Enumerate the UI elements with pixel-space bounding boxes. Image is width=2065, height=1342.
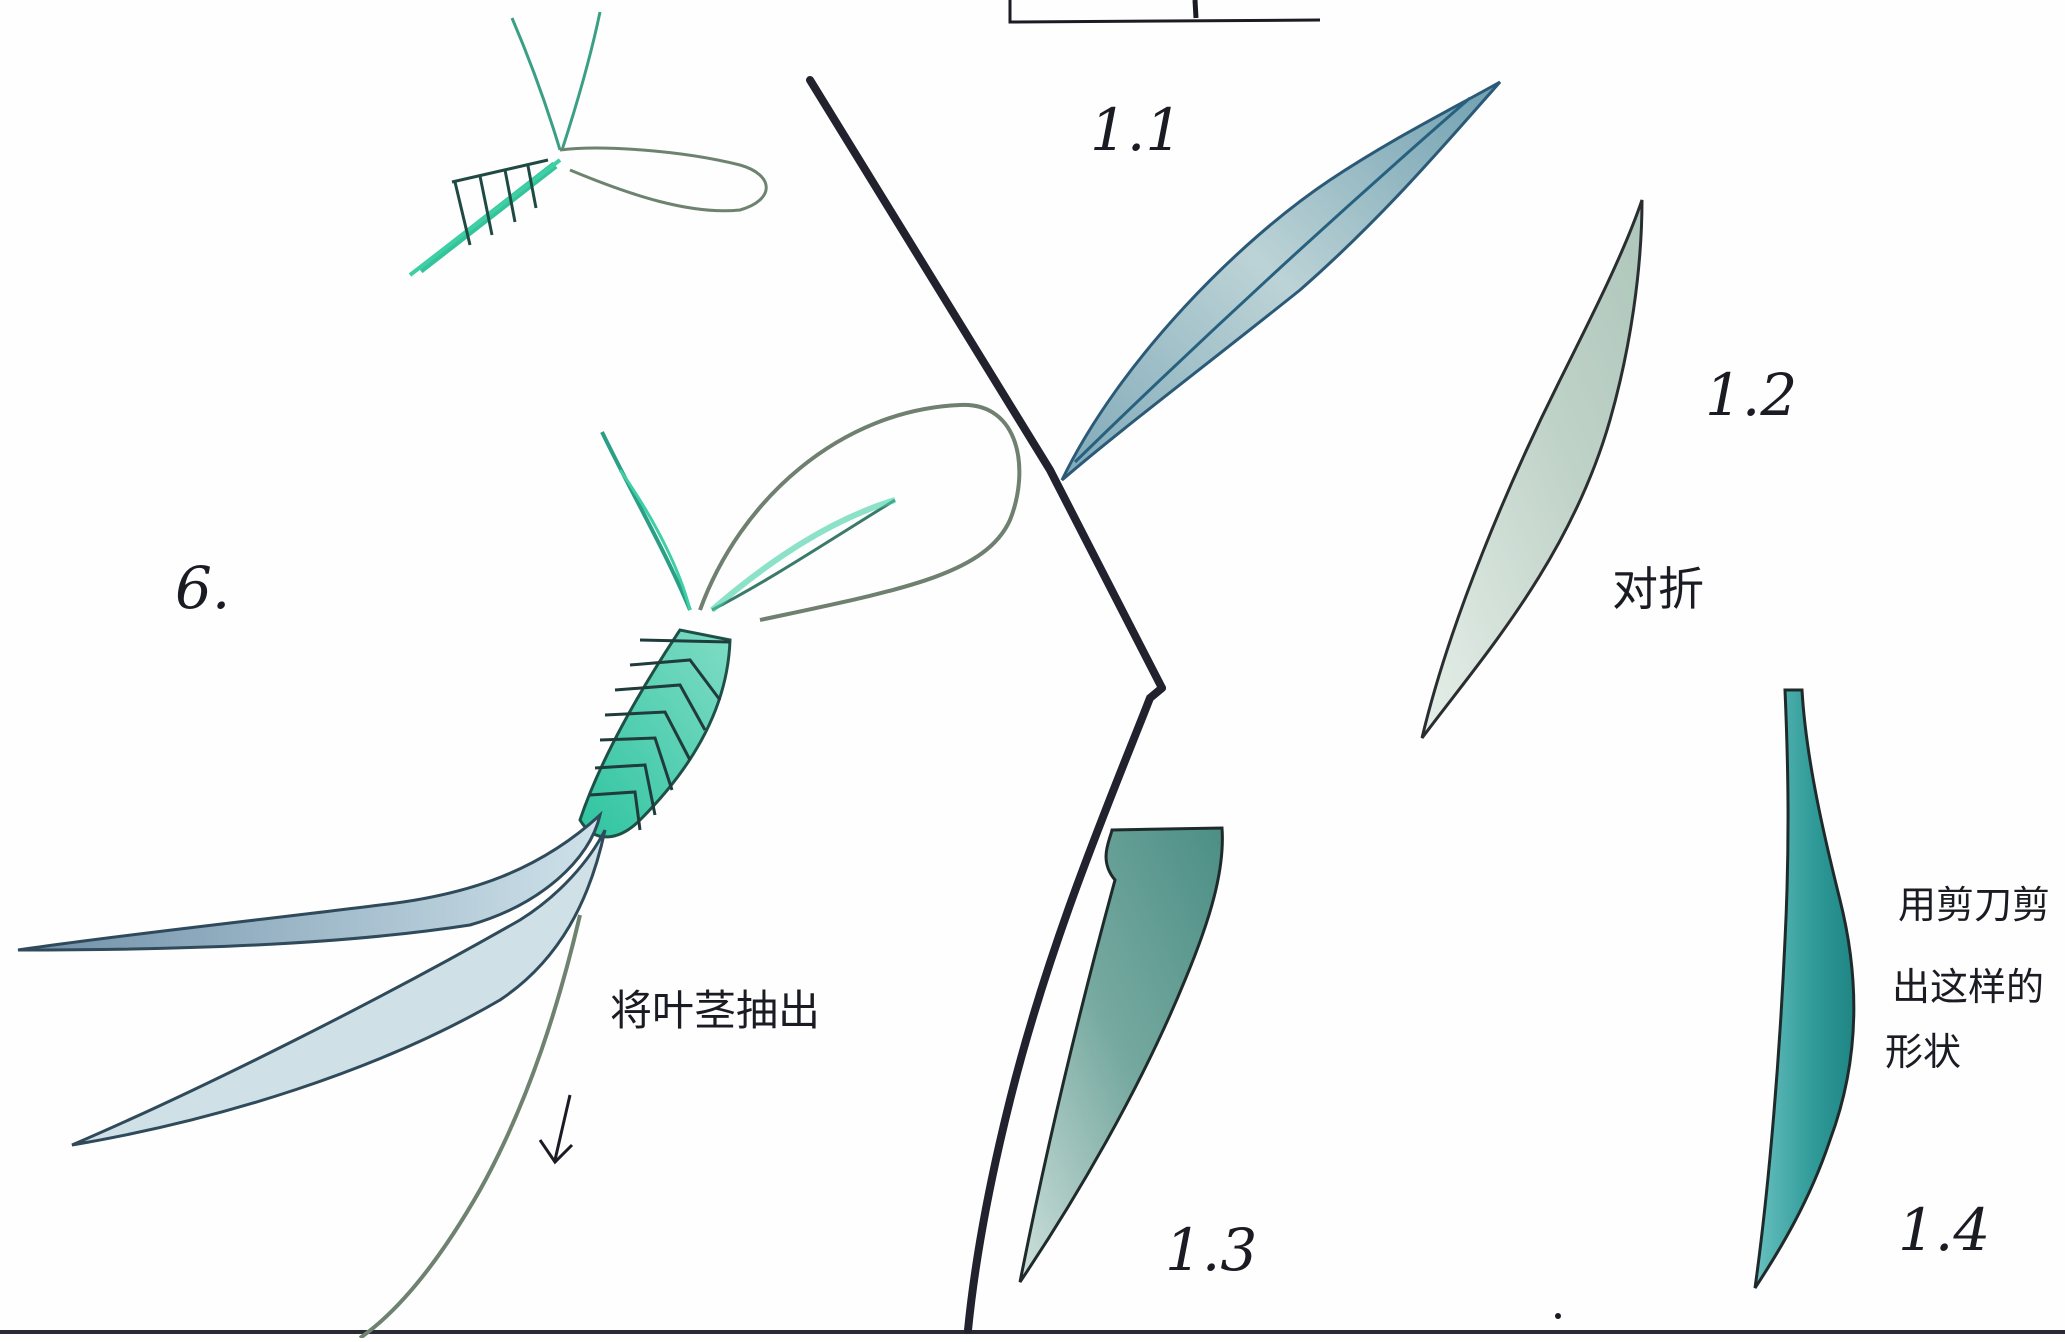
- step-1-3-trimmed-leaf-drawing: [1020, 828, 1222, 1282]
- step-label-1-2: 1.2: [1705, 361, 1797, 429]
- note-pull-out-stem: 将叶茎抽出: [610, 986, 820, 1035]
- down-arrow-icon: [540, 1095, 572, 1162]
- step-label-1-1: 1.1: [1090, 96, 1182, 164]
- small-insect-sketch: [410, 12, 766, 275]
- step-1-2-folded-leaf-drawing: [1422, 200, 1642, 738]
- top-frame-edge: [1010, 0, 1320, 22]
- note-cut-line-2: 出这样的: [1892, 965, 2044, 1009]
- note-fold-in-half: 对折: [1612, 562, 1704, 616]
- step-label-1-4: 1.4: [1898, 1196, 1990, 1264]
- step-1-4-cut-shape-drawing: [1755, 690, 1854, 1288]
- note-cut-line-3: 形状: [1885, 1030, 1961, 1074]
- note-cut-line-1: 用剪刀剪: [1898, 883, 2050, 927]
- step-label-1-3: 1.3: [1165, 1216, 1257, 1284]
- step-label-6: 6.: [175, 554, 230, 622]
- ink-dot: [1555, 1313, 1561, 1319]
- step-6-main-drawing: [18, 405, 1019, 1338]
- panel-divider-line: [810, 80, 1162, 1330]
